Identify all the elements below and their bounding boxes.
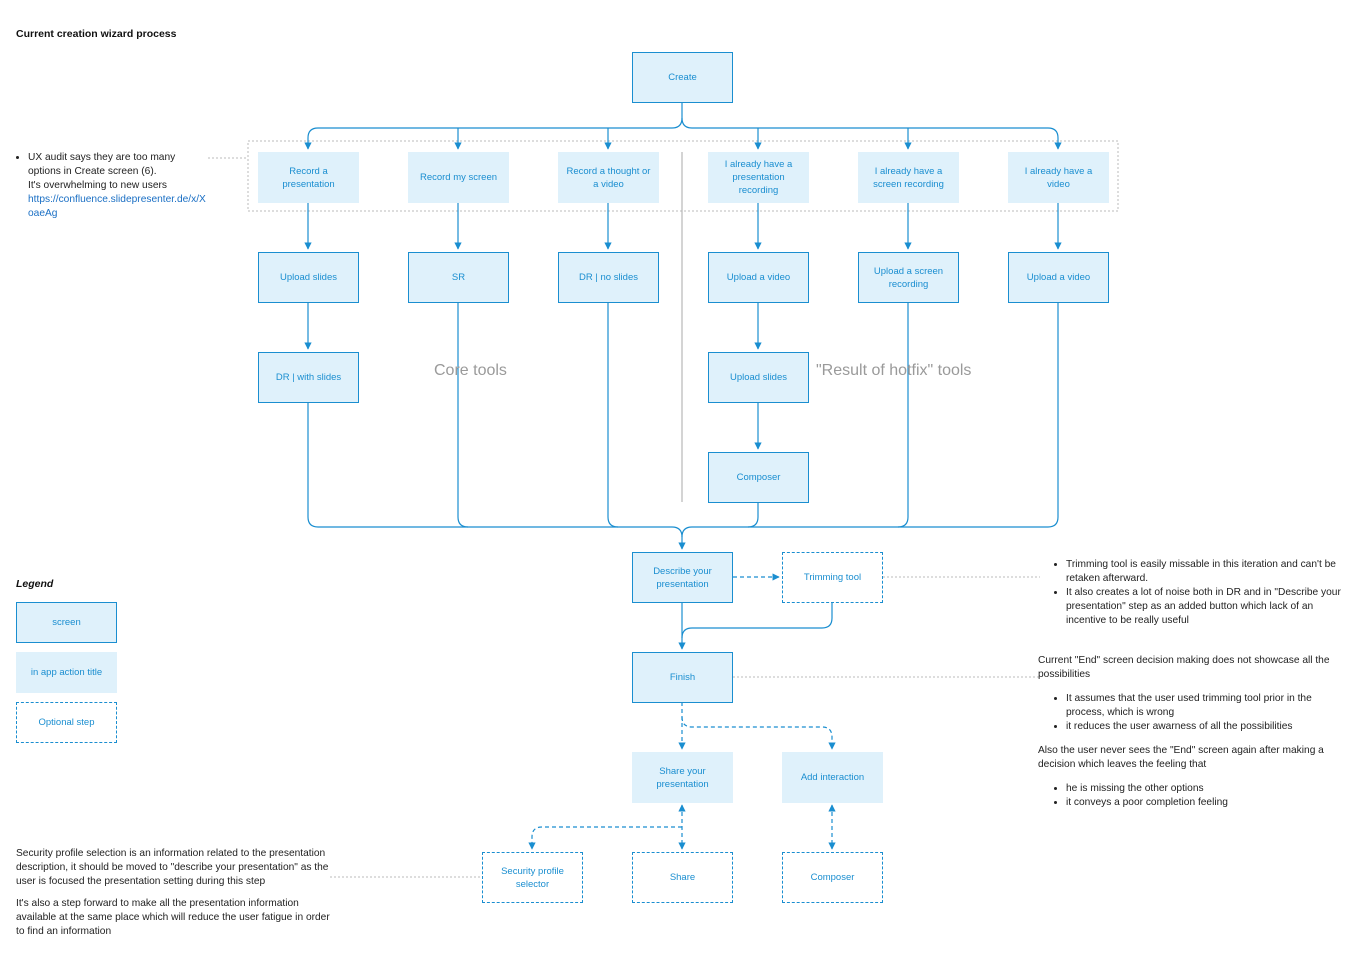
finish-screen[interactable]: Finish <box>632 652 733 703</box>
have-video-action[interactable]: I already have a video <box>1008 152 1109 203</box>
ux-audit-text: UX audit says they are too many options … <box>28 152 176 177</box>
legend-screen: screen <box>16 602 117 643</box>
add-interaction-action[interactable]: Add interaction <box>782 752 883 803</box>
end-screen-bullet: It assumes that the user used trimming t… <box>1066 692 1350 720</box>
upload-slides-screen-2[interactable]: Upload slides <box>708 352 809 403</box>
trimming-note: Trimming tool is easily missable in this… <box>1052 558 1352 628</box>
page-title: Current creation wizard process <box>16 28 177 40</box>
edge-merge-right <box>681 302 1059 538</box>
security-note-p2: It's also a step forward to make all the… <box>16 898 330 937</box>
upload-slides-screen[interactable]: Upload slides <box>258 252 359 303</box>
hotfix-tools-label: "Result of hotfix" tools <box>816 362 972 379</box>
core-tools-label: Core tools <box>434 362 507 379</box>
composer-step[interactable]: Composer <box>782 852 883 903</box>
have-screen-recording-action[interactable]: I already have a screen recording <box>858 152 959 203</box>
trimming-tool-step[interactable]: Trimming tool <box>782 552 883 603</box>
security-note-p1: Security profile selection is an informa… <box>16 848 329 887</box>
record-screen-action[interactable]: Record my screen <box>408 152 509 203</box>
legend-optional: Optional step <box>16 702 117 743</box>
confluence-link[interactable]: https://confluence.slidepresenter.de/x/X… <box>28 194 206 219</box>
edge-finish-add-interaction <box>681 716 836 750</box>
ux-audit-note: UX audit says they are too many options … <box>14 151 210 221</box>
edge-create-have-video <box>681 117 1062 150</box>
record-presentation-action[interactable]: Record a presentation <box>258 152 359 203</box>
upload-video-screen-2[interactable]: Upload a video <box>1008 252 1109 303</box>
end-screen-intro: Current "End" screen decision making doe… <box>1038 655 1330 680</box>
trimming-note-item: Trimming tool is easily missable in this… <box>1066 558 1352 586</box>
dr-with-slides-screen[interactable]: DR | with slides <box>258 352 359 403</box>
security-profile-selector-step[interactable]: Security profile selector <box>482 852 583 903</box>
security-note: Security profile selection is an informa… <box>16 847 332 939</box>
share-presentation-action[interactable]: Share your presentation <box>632 752 733 803</box>
edge-sr-merge <box>457 302 469 528</box>
ux-audit-text-2: It's overwhelming to new users <box>28 180 167 191</box>
sr-screen[interactable]: SR <box>408 252 509 303</box>
create-options-group <box>247 140 1119 212</box>
edge-upload-screen-merge <box>897 302 909 528</box>
edge-share-presentation-security <box>528 826 682 850</box>
end-screen-bullet: it reduces the user awarness of all the … <box>1066 720 1350 734</box>
edge-create-record-presentation <box>304 102 683 150</box>
edge-dr-no-slides-merge <box>607 302 619 528</box>
end-screen-bullet: he is missing the other options <box>1066 782 1350 796</box>
dr-no-slides-screen[interactable]: DR | no slides <box>558 252 659 303</box>
record-thought-action[interactable]: Record a thought or a video <box>558 152 659 203</box>
legend-action: in app action title <box>16 652 117 693</box>
edge-trimming-finish <box>678 602 833 650</box>
share-step[interactable]: Share <box>632 852 733 903</box>
edge-merge-left <box>307 402 686 550</box>
upload-video-screen[interactable]: Upload a video <box>708 252 809 303</box>
create-screen[interactable]: Create <box>632 52 733 103</box>
have-presentation-recording-action[interactable]: I already have a presentation recording <box>708 152 809 203</box>
composer-screen[interactable]: Composer <box>708 452 809 503</box>
edge-composer-merge <box>747 502 759 528</box>
end-screen-middle: Also the user never sees the "End" scree… <box>1038 745 1324 770</box>
trimming-note-item: It also creates a lot of noise both in D… <box>1066 586 1352 628</box>
legend-title: Legend <box>16 578 54 590</box>
describe-presentation-screen[interactable]: Describe your presentation <box>632 552 733 603</box>
end-screen-note: Current "End" screen decision making doe… <box>1038 654 1350 810</box>
upload-screen-recording-screen[interactable]: Upload a screen recording <box>858 252 959 303</box>
end-screen-bullet: it conveys a poor completion feeling <box>1066 796 1350 810</box>
